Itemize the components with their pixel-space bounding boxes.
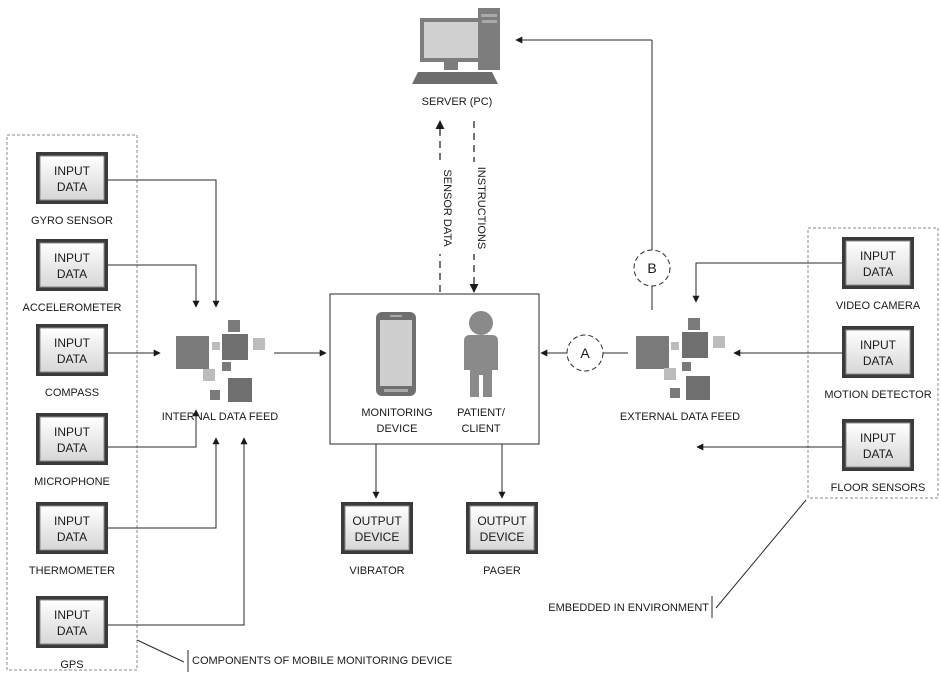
marker-b bbox=[633, 249, 671, 287]
external-sensors: INPUT DATA VIDEO CAMERA INPUT DATA MOTION DET… bbox=[824, 237, 932, 494]
input-box-internal-5: INPUT DATA bbox=[36, 596, 108, 648]
sensor-label-internal-1: ACCELEROMETER bbox=[22, 302, 121, 314]
sensor-label-external-0: VIDEO CAMERA bbox=[836, 300, 921, 312]
input-box-internal-4-line1: INPUT bbox=[54, 514, 91, 528]
thermometer-link bbox=[108, 437, 220, 529]
internal-feed-label: INTERNAL DATA FEED bbox=[162, 411, 279, 423]
sensor-label-internal-0: GYRO SENSOR bbox=[31, 215, 113, 227]
input-box-external-2-line2: DATA bbox=[863, 447, 893, 461]
microphone-link bbox=[108, 409, 200, 448]
environment-group-border bbox=[807, 227, 939, 499]
input-box-internal-1-line2: DATA bbox=[57, 267, 87, 281]
monitoring-system-box bbox=[329, 293, 540, 445]
input-box-internal-3-line1: INPUT bbox=[54, 425, 91, 439]
server-pc-icon bbox=[412, 8, 500, 84]
device-label-line1: MONITORING bbox=[361, 407, 432, 419]
sensor-label-internal-2: COMPASS bbox=[45, 387, 99, 399]
output-box-1: OUTPUT DEVICE bbox=[466, 502, 538, 554]
sensor-label-internal-4: THERMOMETER bbox=[29, 565, 115, 577]
output-box-0-line2: DEVICE bbox=[355, 530, 400, 544]
marker-a-label: A bbox=[580, 345, 590, 361]
components-caption: COMPONENTS OF MOBILE MONITORING DEVICE bbox=[192, 655, 452, 667]
input-box-external-1-line2: DATA bbox=[863, 354, 893, 368]
patient-label-line2: CLIENT bbox=[461, 423, 500, 435]
sensor-label-external-2: FLOOR SENSORS bbox=[831, 482, 926, 494]
input-box-external-0-line1: INPUT bbox=[860, 249, 897, 263]
internal-feed-icon bbox=[176, 320, 265, 402]
output-box-0: OUTPUT DEVICE bbox=[341, 502, 413, 554]
marker-b-label: B bbox=[647, 260, 656, 276]
output-box-1-line1: OUTPUT bbox=[477, 514, 527, 528]
input-box-internal-3: INPUT DATA bbox=[36, 413, 108, 465]
input-box-external-1-line1: INPUT bbox=[860, 338, 897, 352]
input-box-internal-1: INPUT DATA bbox=[36, 239, 108, 291]
input-box-internal-1-line1: INPUT bbox=[54, 251, 91, 265]
sensor-label-external-1: MOTION DETECTOR bbox=[824, 389, 931, 401]
input-box-internal-2-line1: INPUT bbox=[54, 336, 91, 350]
gyro-link bbox=[108, 179, 220, 308]
output-label-0: VIBRATOR bbox=[349, 565, 404, 577]
embedded-caption: EMBEDDED IN ENVIRONMENT bbox=[548, 602, 709, 614]
input-box-internal-2-line2: DATA bbox=[57, 352, 87, 366]
input-box-internal-2: INPUT DATA bbox=[36, 324, 108, 376]
input-box-external-0-line2: DATA bbox=[863, 265, 893, 279]
components-caption-leader bbox=[136, 639, 185, 663]
input-box-internal-0-line2: DATA bbox=[57, 180, 87, 194]
marker-a bbox=[566, 334, 604, 372]
output-devices: OUTPUT DEVICE VIBRATOR OUTPUT DEVICE PAGER bbox=[341, 502, 538, 577]
output-box-0-line1: OUTPUT bbox=[352, 514, 402, 528]
embedded-caption-leader bbox=[715, 499, 807, 609]
sensor-data-label: SENSOR DATA bbox=[441, 169, 453, 247]
input-box-external-2-line1: INPUT bbox=[860, 431, 897, 445]
input-box-external-1: INPUT DATA bbox=[842, 326, 914, 378]
input-box-external-2: INPUT DATA bbox=[842, 419, 914, 471]
sensor-label-internal-3: MICROPHONE bbox=[34, 476, 110, 488]
mobile-device-group-border bbox=[6, 134, 138, 671]
internal-sensors: INPUT DATA GYRO SENSOR INPUT DATA ACCELEROMET… bbox=[22, 152, 122, 671]
output-label-1: PAGER bbox=[483, 565, 521, 577]
input-box-internal-0: INPUT DATA bbox=[36, 152, 108, 204]
input-box-internal-5-line2: DATA bbox=[57, 624, 87, 638]
accelerometer-link bbox=[108, 264, 200, 308]
input-box-internal-4-line2: DATA bbox=[57, 530, 87, 544]
device-label-line2: DEVICE bbox=[377, 423, 418, 435]
external-feed-label: EXTERNAL DATA FEED bbox=[620, 411, 740, 423]
server-label: SERVER (PC) bbox=[422, 96, 493, 108]
sensor-label-internal-5: GPS bbox=[60, 659, 83, 671]
output-box-1-line2: DEVICE bbox=[480, 530, 525, 544]
instructions-label: INSTRUCTIONS bbox=[475, 167, 487, 250]
input-box-external-0: INPUT DATA bbox=[842, 237, 914, 289]
person-icon bbox=[464, 311, 498, 397]
gps-link bbox=[108, 437, 248, 626]
external-feed-icon bbox=[636, 318, 725, 400]
smartphone-icon bbox=[376, 312, 416, 396]
input-box-internal-0-line1: INPUT bbox=[54, 164, 91, 178]
patient-label-line1: PATIENT/ bbox=[457, 407, 506, 419]
input-box-internal-4: INPUT DATA bbox=[36, 502, 108, 554]
input-box-internal-5-line1: INPUT bbox=[54, 608, 91, 622]
video-camera-link bbox=[692, 262, 842, 303]
input-box-internal-3-line2: DATA bbox=[57, 441, 87, 455]
